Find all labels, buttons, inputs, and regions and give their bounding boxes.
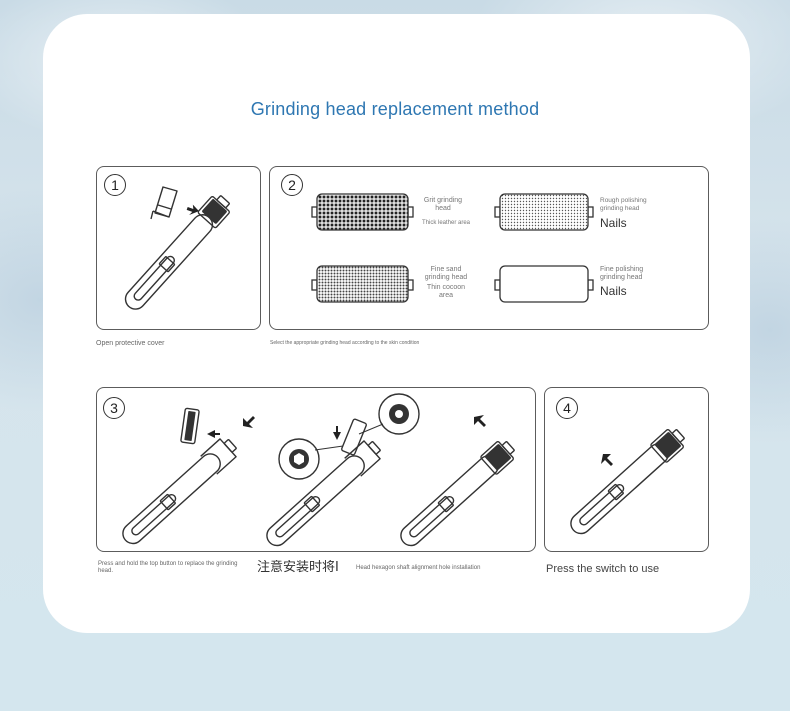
step-2-caption: Select the appropriate grinding head acc… xyxy=(270,340,420,346)
press-switch-illustration xyxy=(570,429,685,535)
step-3-caption-chinese: 注意安装时将I xyxy=(257,560,339,575)
fine-sand-head-label: Fine sand grinding head xyxy=(424,266,468,281)
grit-head-label: Grit grinding head xyxy=(423,197,463,212)
device-open-cover-illustration xyxy=(124,186,230,310)
step-1-panel: 1 xyxy=(96,166,261,330)
step-3-number: 3 xyxy=(103,397,125,419)
step-3-caption-right: Head hexagon shaft alignment hole instal… xyxy=(356,565,481,571)
step-4-caption: Press the switch to use xyxy=(546,563,660,575)
fine-sand-head-area: Thin cocoon area xyxy=(426,284,466,299)
fine-polishing-head-label: Fine polishing grinding head xyxy=(600,266,644,281)
rough-polishing-head-icon xyxy=(494,193,594,231)
step-4-number: 4 xyxy=(556,397,578,419)
grit-head-area: Thick leather area xyxy=(421,220,471,226)
rough-polishing-head-label: Rough polishing grinding head xyxy=(600,197,647,212)
rough-polishing-head-area: Nails xyxy=(600,216,627,230)
page-title: Grinding head replacement method xyxy=(250,99,540,119)
step-1-caption: Open protective cover xyxy=(96,340,165,347)
step-2-panel: 2 xyxy=(269,166,709,330)
grit-head-icon xyxy=(311,193,414,231)
fine-sand-head-icon xyxy=(311,265,414,303)
step-4-panel: 4 xyxy=(544,387,709,552)
grinding-heads-illustration xyxy=(311,193,594,303)
step-2-number: 2 xyxy=(281,174,303,196)
fine-polishing-head-area: Nails xyxy=(600,284,627,298)
step-3-panel: 3 xyxy=(96,387,536,552)
step-3-caption-left: Press and hold the top button to replace… xyxy=(98,561,238,574)
fine-polishing-head-icon xyxy=(494,265,594,303)
replace-head-illustration xyxy=(122,393,515,547)
step-1-number: 1 xyxy=(104,174,126,196)
